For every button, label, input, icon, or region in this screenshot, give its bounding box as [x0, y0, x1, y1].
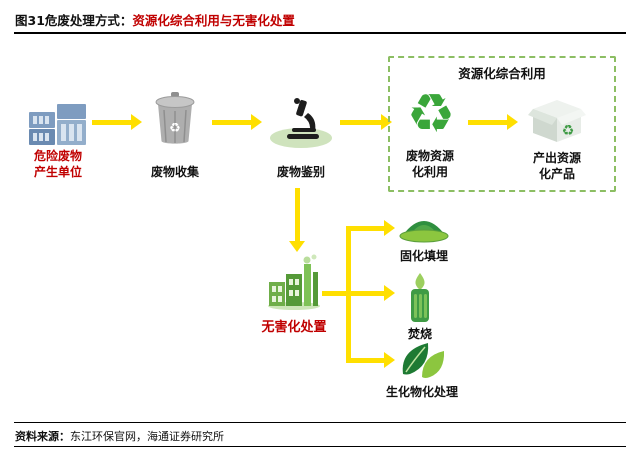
incinerator-icon	[406, 272, 434, 328]
arrow-collection-to-identification	[212, 114, 262, 130]
arrow-identification-to-harmless	[289, 188, 305, 252]
arrow-producer-to-collection	[92, 114, 142, 130]
resource-utilization-box	[388, 56, 616, 192]
factory-icon	[28, 98, 88, 150]
recycling-label: 废物资源 化利用	[405, 149, 454, 179]
header-rule	[14, 32, 626, 34]
identification-label: 废物鉴别	[276, 165, 325, 179]
source-text: 东江环保官网，海通证券研究所	[70, 430, 224, 443]
recycled-product-icon: ♻	[528, 94, 586, 148]
figure-title-highlight: 资源化综合利用与无害化处置	[132, 13, 295, 28]
collection-label: 废物收集	[150, 165, 199, 179]
figure-title-prefix: 图31危废处理方式：	[15, 13, 133, 28]
svg-text:♻: ♻	[562, 123, 575, 139]
trash-bin-icon: ♻	[152, 92, 198, 152]
branch-connector-line	[322, 291, 348, 296]
arrow-to-incineration	[349, 285, 395, 301]
source-note: 资料来源：东江环保官网，海通证券研究所	[15, 428, 224, 444]
harmless-label: 无害化处置	[261, 320, 327, 335]
recycle-icon: ♻	[406, 82, 456, 145]
arrow-recycling-to-product	[468, 114, 518, 130]
producer-label: 危险废物 产生单位	[33, 149, 82, 179]
arrow-to-landfill	[349, 220, 395, 236]
landfill-mound-icon	[398, 206, 450, 248]
leaf-icon	[398, 338, 446, 384]
svg-text:♻: ♻	[169, 121, 181, 136]
product-label: 产出资源 化产品	[532, 151, 581, 181]
source-label: 资料来源：	[15, 430, 70, 443]
landfill-label: 固化填埋	[399, 249, 448, 263]
biochemical-label: 生化物化处理	[385, 385, 458, 399]
green-plant-icon	[266, 254, 322, 314]
footer-top-rule	[14, 422, 626, 423]
figure-title: 图31危废处理方式：资源化综合利用与无害化处置	[15, 10, 295, 29]
branch-vertical-line	[346, 226, 351, 363]
arrow-identification-to-recycling	[340, 114, 392, 130]
footer-bottom-rule	[14, 446, 626, 447]
resource-box-title: 资源化综合利用	[458, 66, 546, 81]
incineration-label: 焚烧	[407, 327, 432, 341]
microscope-icon	[268, 98, 334, 154]
arrow-to-biochemical	[349, 352, 395, 368]
